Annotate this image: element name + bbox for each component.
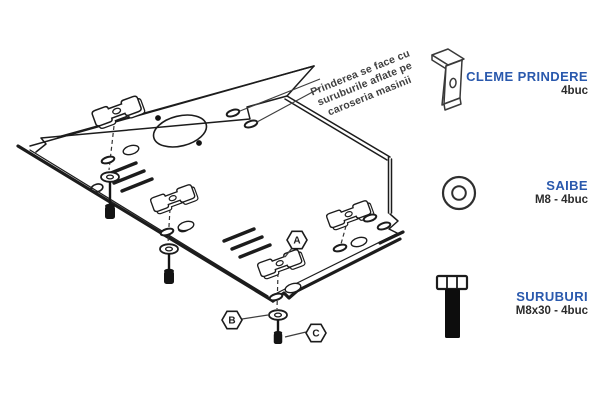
legend-spec-suruburi: M8x30 - 4buc [515, 305, 588, 317]
callout-b: B [221, 310, 243, 330]
body-bolt-dot [155, 115, 161, 121]
legend-spec-saibe: M8 - 4buc [534, 194, 588, 206]
clamp-assembly-3 [256, 247, 307, 344]
plate-oval-opening [152, 114, 208, 148]
hexagon-badge [221, 310, 243, 330]
clamp-assembly-1 [90, 93, 147, 219]
small-hole [90, 183, 104, 193]
legend-name-suruburi: SURUBURI [516, 289, 588, 304]
callout-b-label: B [228, 316, 235, 327]
callout-leader-lines [241, 247, 307, 338]
callout-a-label: A [293, 236, 300, 247]
clamp-assembly-4 [325, 198, 376, 254]
legend-name-cleme-prindere: CLEME PRINDERE [466, 69, 588, 84]
body-screw-slots [224, 107, 260, 130]
legend-name-saibe: SAIBE [546, 178, 588, 193]
legend-item-cleme-prindere: CLEME PRINDERE 4buc [418, 69, 588, 97]
right-fold-tabs [361, 212, 393, 232]
vent-slits-right [222, 227, 272, 259]
hexagon-badge [305, 323, 327, 343]
callout-c: C [305, 323, 327, 343]
callout-a: A [286, 230, 308, 250]
callout-c-label: C [312, 329, 319, 340]
legend-item-saibe: SAIBE M8 - 4buc [418, 178, 588, 206]
screw-icon [435, 274, 469, 338]
legend-item-suruburi: SURUBURI M8x30 - 4buc [418, 289, 588, 317]
body-bolt-dot [196, 140, 202, 146]
clamp-assembly-2 [149, 182, 200, 284]
clamp-icon [431, 48, 465, 111]
hexagon-badge [286, 230, 308, 250]
note-leader-lines [239, 78, 321, 123]
legend-spec-cleme-prindere: 4buc [561, 85, 588, 97]
washer-icon [441, 175, 477, 211]
